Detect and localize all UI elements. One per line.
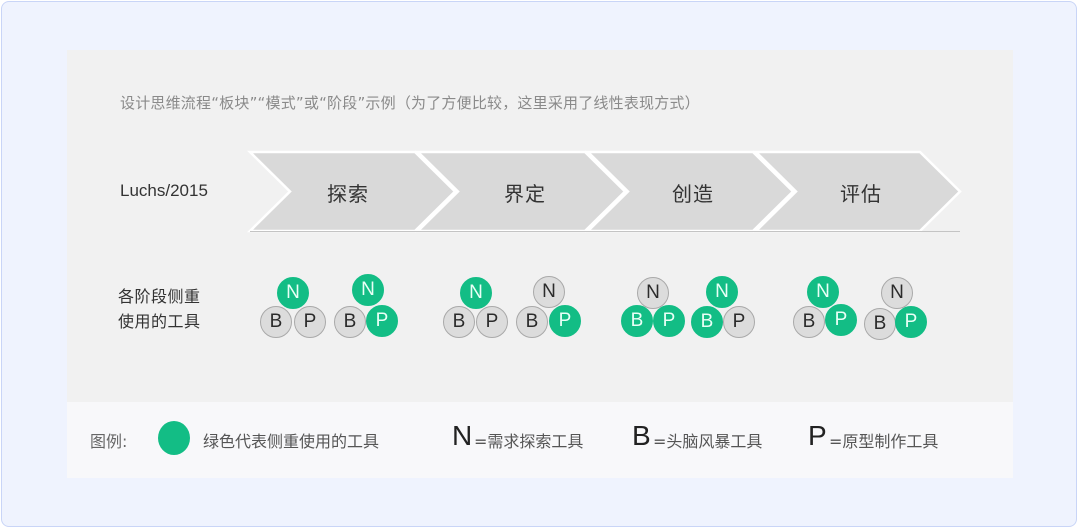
tool-circle-p-highlighted: P — [825, 304, 857, 336]
diagram-subtitle: 设计思维流程“板块”“模式”或“阶段”示例（为了方便比较，这里采用了线性表现方式… — [120, 94, 700, 112]
tool-circle-n: N — [533, 276, 565, 308]
tool-circle-b: B — [260, 306, 292, 338]
tool-circle-n-highlighted: N — [277, 277, 309, 309]
legend-text-n: =需求探索工具 — [474, 432, 584, 451]
stage-label-define: 界定 — [504, 182, 546, 206]
tool-circle-p-highlighted: P — [895, 306, 927, 338]
tools-row-label: 各阶段侧重 使用的工具 — [118, 284, 201, 334]
legend-band — [67, 402, 1013, 478]
stage-label-evaluate: 评估 — [840, 182, 882, 206]
stage-label-create: 创造 — [672, 182, 714, 206]
tool-circle-n: N — [637, 277, 669, 309]
tool-circle-n-highlighted: N — [460, 277, 492, 309]
tool-circle-p: P — [294, 306, 326, 338]
tool-circle-p-highlighted: P — [549, 305, 581, 337]
tool-circle-b-highlighted: B — [621, 305, 653, 337]
legend-green-dot-icon — [158, 421, 190, 455]
tool-circle-b: B — [864, 308, 896, 340]
tool-circle-n-highlighted: N — [352, 274, 384, 306]
tool-circle-n-highlighted: N — [807, 276, 839, 308]
tool-circle-p-highlighted: P — [653, 305, 685, 337]
tool-circle-n-highlighted: N — [706, 276, 738, 308]
stage-label-explore: 探索 — [327, 182, 369, 206]
tool-circle-b: B — [443, 306, 475, 338]
tool-circle-b: B — [334, 306, 366, 338]
tool-circle-p-highlighted: P — [366, 305, 398, 337]
legend-title: 图例: — [90, 432, 128, 451]
tools-row-label-line1: 各阶段侧重 — [118, 287, 201, 306]
tool-circle-b-highlighted: B — [691, 306, 723, 338]
legend-key-n: N — [452, 420, 473, 451]
tool-circle-n: N — [881, 277, 913, 309]
tool-circle-p: P — [723, 306, 755, 338]
tools-row-label-line2: 使用的工具 — [118, 312, 201, 331]
model-label: Luchs/2015 — [120, 181, 208, 200]
tool-circle-b: B — [516, 306, 548, 338]
legend-key-p: P — [808, 420, 827, 451]
legend-key-b: B — [632, 420, 651, 451]
legend-text-b: =头脑风暴工具 — [653, 432, 763, 451]
tool-circle-p: P — [476, 306, 508, 338]
legend-text-p: =原型制作工具 — [829, 432, 939, 451]
legend-green-text: 绿色代表侧重使用的工具 — [203, 432, 380, 451]
tool-circle-b: B — [793, 306, 825, 338]
